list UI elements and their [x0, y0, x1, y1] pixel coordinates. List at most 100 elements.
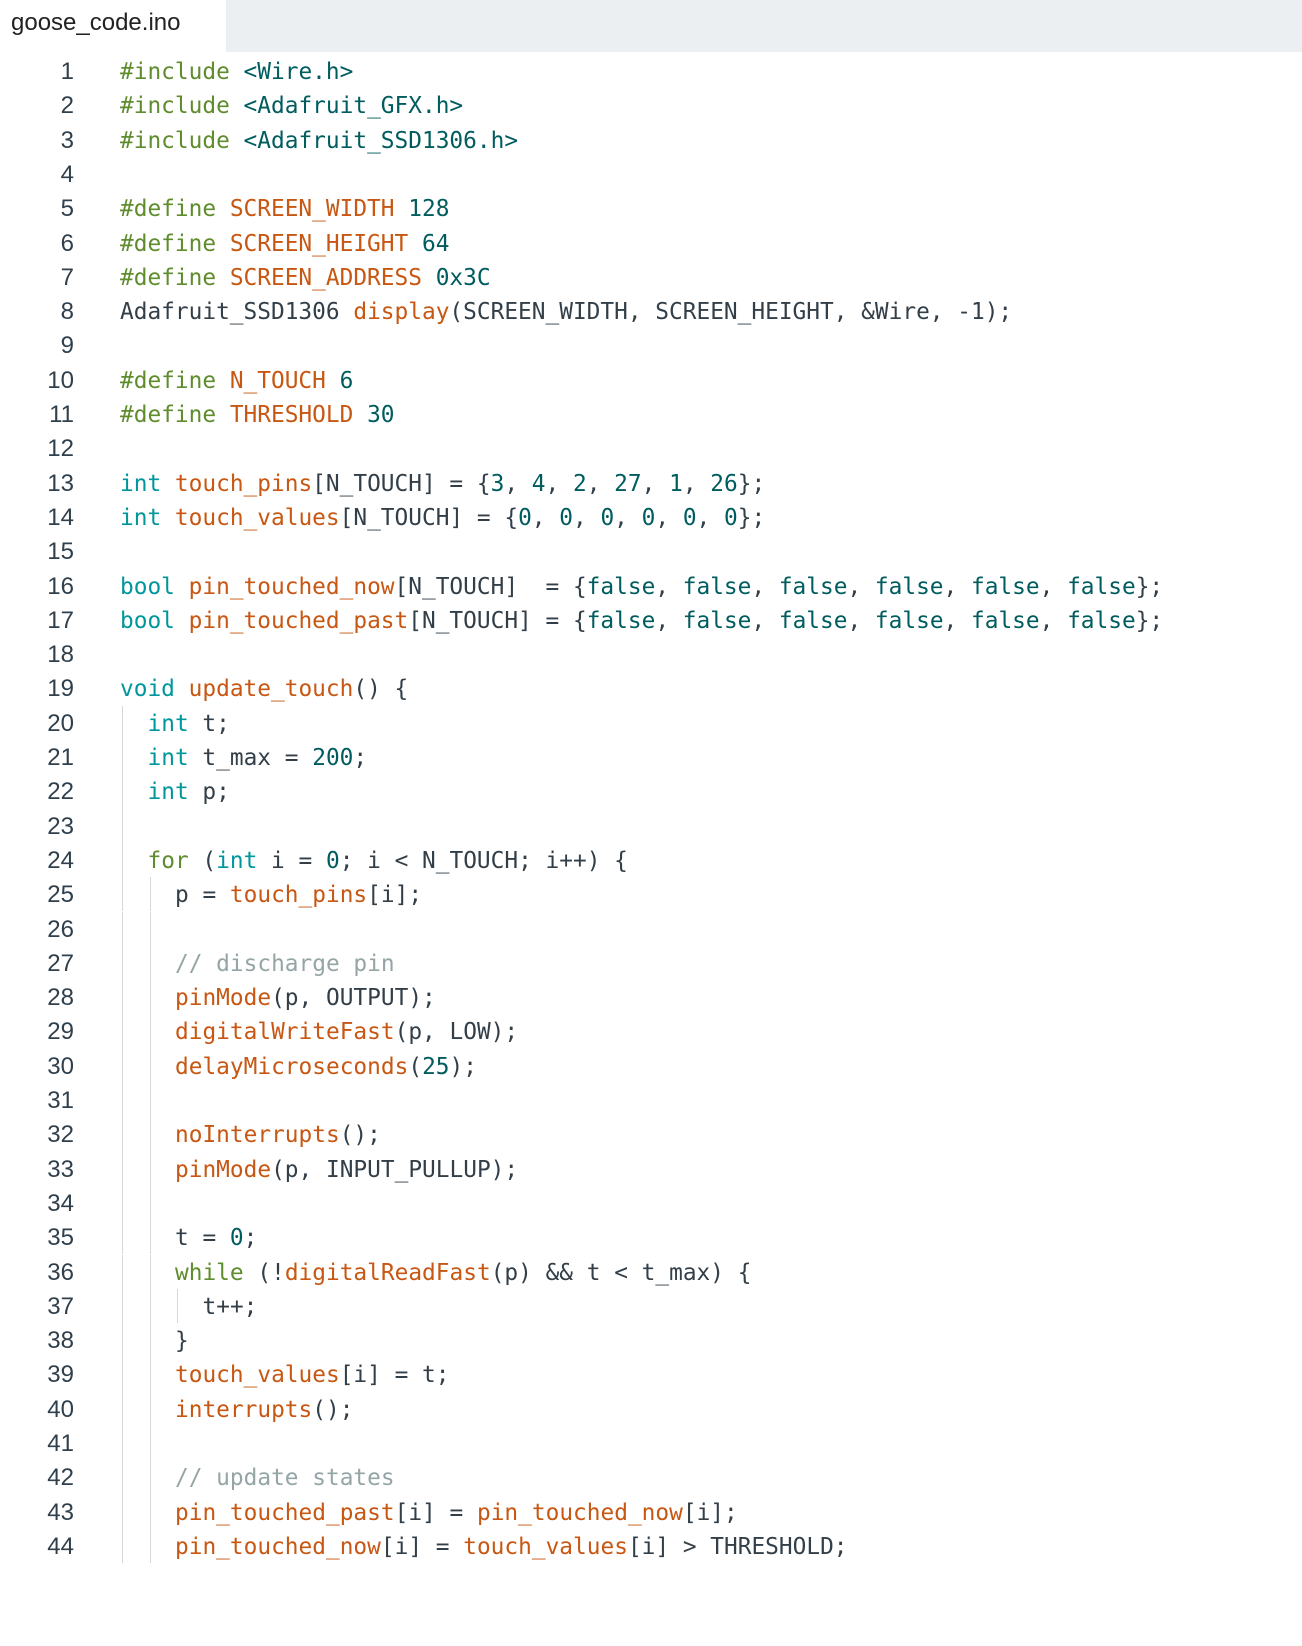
- code-token: touch_pins: [174, 470, 313, 497]
- code-token: [161, 471, 175, 497]
- code-line: 38}: [0, 1323, 1302, 1359]
- line-number: 9: [60, 332, 74, 360]
- indent-guide: [177, 1288, 178, 1324]
- indent-guide: [149, 1460, 151, 1495]
- indent-guide: [122, 1185, 123, 1221]
- code-text: #define SCREEN_ADDRESS 0x3C: [120, 260, 491, 296]
- code-text: #include <Adafruit_GFX.h>: [120, 88, 463, 124]
- line-number: 38: [47, 1327, 74, 1355]
- code-line: 5#define SCREEN_WIDTH 128: [0, 191, 1302, 227]
- indent-guide: [122, 1117, 123, 1152]
- code-token: false: [1067, 573, 1136, 600]
- code-token: [175, 676, 189, 702]
- code-token: [216, 402, 230, 428]
- code-token: [216, 265, 230, 291]
- code-token: [i] > THRESHOLD;: [627, 1533, 848, 1560]
- code-token: ,: [751, 573, 779, 600]
- code-text: bool pin_touched_past[N_TOUCH] = {false,…: [120, 603, 1163, 639]
- code-line: 10#define N_TOUCH 6: [0, 363, 1302, 399]
- line-number: 12: [47, 435, 74, 463]
- code-token: [353, 402, 367, 428]
- indent-guide: [122, 808, 123, 843]
- code-token: noInterrupts: [175, 1122, 340, 1149]
- indent-guide: [122, 705, 123, 740]
- line-number: 18: [47, 641, 74, 669]
- code-token: <Adafruit_GFX.h>: [243, 93, 464, 120]
- code-line: 9: [0, 328, 1302, 364]
- code-token: t;: [188, 710, 230, 737]
- code-token: [i];: [367, 882, 423, 909]
- line-number: 14: [47, 503, 74, 531]
- code-text: #define N_TOUCH 6: [120, 363, 353, 399]
- line-number: 5: [60, 195, 74, 223]
- code-token: (p, OUTPUT);: [271, 985, 436, 1012]
- code-token: false: [874, 573, 944, 600]
- code-token: #define: [120, 196, 217, 223]
- indent-guide: [149, 1426, 151, 1461]
- code-token: ();: [339, 1122, 381, 1149]
- code-text: // update states: [175, 1460, 395, 1496]
- code-token: SCREEN_ADDRESS: [229, 264, 422, 291]
- code-token: int: [147, 710, 189, 737]
- code-token: 64: [421, 230, 450, 257]
- code-token: ,: [1039, 607, 1068, 634]
- code-token: false: [874, 607, 944, 634]
- code-token: i =: [257, 847, 326, 874]
- code-token: ;: [353, 745, 368, 771]
- code-token: (p, INPUT_PULLUP);: [271, 1156, 519, 1183]
- code-token: ();: [312, 1396, 354, 1423]
- code-line: 11#define THRESHOLD 30: [0, 397, 1302, 433]
- code-token: (: [408, 1053, 423, 1080]
- code-token: false: [682, 573, 752, 600]
- code-token: [N_TOUCH] = {: [312, 470, 491, 497]
- code-text: t++;: [203, 1289, 258, 1325]
- line-number: 29: [47, 1018, 74, 1046]
- code-token: ,: [545, 470, 573, 497]
- line-number: 1: [60, 58, 74, 85]
- code-line: 42// update states: [0, 1460, 1302, 1496]
- code-token: t_max =: [188, 745, 313, 771]
- line-number: 7: [60, 263, 74, 291]
- line-number: 35: [47, 1224, 74, 1252]
- code-token: false: [970, 573, 1040, 600]
- indent-guide: [122, 1048, 123, 1083]
- code-token: ; i < N_TOUCH; i++) {: [339, 847, 628, 874]
- line-number: 20: [47, 709, 74, 737]
- code-token: ,: [682, 470, 711, 497]
- code-text: p = touch_pins[i];: [175, 877, 422, 913]
- line-number: 33: [47, 1155, 74, 1183]
- code-editor[interactable]: 1#include <Wire.h>2#include <Adafruit_GF…: [0, 54, 1302, 1646]
- code-token: 0: [518, 504, 532, 531]
- code-token: ,: [696, 504, 724, 531]
- tab-goose-code[interactable]: goose_code.ino: [0, 0, 226, 52]
- code-token: #define: [120, 264, 217, 291]
- indent-guide: [149, 1185, 151, 1221]
- line-number: 4: [60, 160, 74, 188]
- code-token: ,: [655, 504, 683, 531]
- code-token: int: [120, 504, 162, 531]
- code-token: ,: [614, 504, 642, 531]
- code-token: false: [778, 573, 848, 600]
- line-number: 8: [60, 298, 74, 326]
- code-token: ,: [1039, 573, 1068, 600]
- code-token: touch_values: [175, 1362, 340, 1389]
- line-number: 6: [60, 229, 74, 257]
- code-token: touch_pins: [229, 882, 368, 909]
- code-token: 0: [229, 1225, 244, 1252]
- indent-guide: [149, 1323, 151, 1358]
- code-token: while: [175, 1259, 244, 1286]
- indent-guide: [149, 1151, 151, 1186]
- line-number: 41: [47, 1430, 74, 1457]
- code-token: #define: [120, 367, 217, 394]
- code-token: [N_TOUCH] = {: [408, 607, 587, 634]
- indent-guide: [149, 1288, 151, 1324]
- code-token: (SCREEN_WIDTH, SCREEN_HEIGHT, &Wire, -1)…: [449, 299, 1013, 326]
- code-text: int touch_pins[N_TOUCH] = {3, 4, 2, 27, …: [120, 466, 765, 502]
